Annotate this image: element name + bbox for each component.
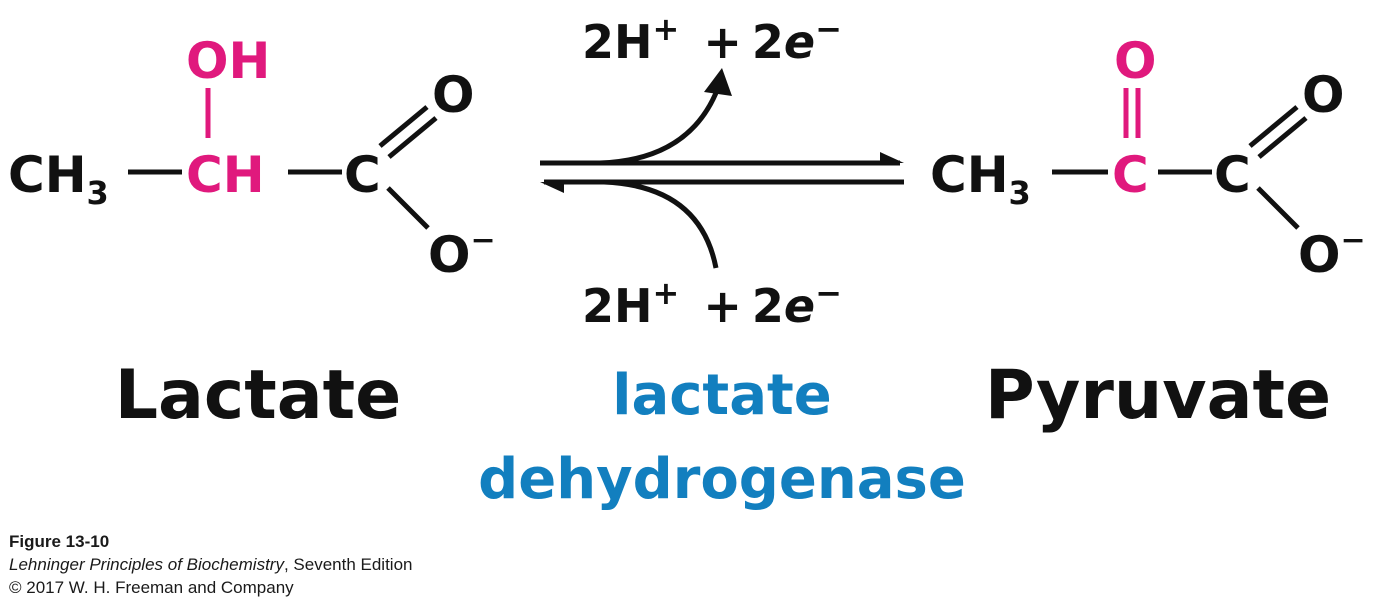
forward-arrow-head (880, 152, 904, 163)
enzyme-name-line-2: dehydrogenase (478, 447, 966, 512)
pyruvate-keto-oxygen: O (1114, 32, 1157, 90)
figure-label: Figure 13-10 (9, 532, 110, 551)
pyruvate-bond-double-2 (1257, 116, 1308, 159)
lactate-ch-carbon: CH (186, 146, 265, 204)
lactate-ch3-group: CH3 (8, 146, 109, 212)
pyruvate-bond-c-o-single (1256, 186, 1300, 230)
book-edition: , Seventh Edition (283, 555, 413, 574)
lactate-name: Lactate (115, 356, 402, 435)
product-curved-arrow (599, 87, 721, 166)
lactate-bond-double-2 (387, 116, 438, 159)
copyright-notice: © 2017 W. H. Freeman and Company (9, 578, 294, 597)
pyruvate-ch3-group: CH3 (930, 146, 1031, 212)
lactate-bond-double-1 (378, 105, 429, 148)
reactant-curved-arrow (603, 179, 719, 269)
top-proton-electron-equation: 2H++2e− (582, 10, 842, 69)
lactate-bond-c-o-single (386, 186, 430, 230)
book-citation: Lehninger Principles of Biochemistry, Se… (9, 553, 413, 576)
book-title: Lehninger Principles of Biochemistry (9, 555, 284, 574)
pyruvate-bond-double-1 (1248, 105, 1299, 148)
reaction-arrows (540, 68, 904, 269)
enzyme-name-line-1: lactate (612, 363, 832, 428)
product-curved-arrow-head (704, 68, 732, 96)
pyruvate-keto-carbon: C (1112, 146, 1149, 204)
lactate-hydroxyl-group: OH (186, 32, 270, 90)
pyruvate-structure: CH3 O C C O O− (930, 32, 1366, 284)
lactate-carboxyl-carbon: C (344, 146, 381, 204)
pyruvate-carbonyl-oxygen: O (1302, 66, 1345, 124)
pyruvate-name: Pyruvate (985, 356, 1331, 435)
bottom-proton-electron-equation: 2H++2e− (582, 274, 842, 333)
reverse-arrow-head (540, 182, 564, 193)
lactate-carboxylate-oxygen: O− (428, 223, 496, 284)
figure-caption: Figure 13-10 Lehninger Principles of Bio… (9, 530, 413, 599)
pyruvate-carboxyl-carbon: C (1214, 146, 1251, 204)
lactate-carbonyl-oxygen: O (432, 66, 475, 124)
lactate-structure: CH3 OH CH C O O− (8, 32, 496, 284)
pyruvate-carboxylate-oxygen: O− (1298, 223, 1366, 284)
